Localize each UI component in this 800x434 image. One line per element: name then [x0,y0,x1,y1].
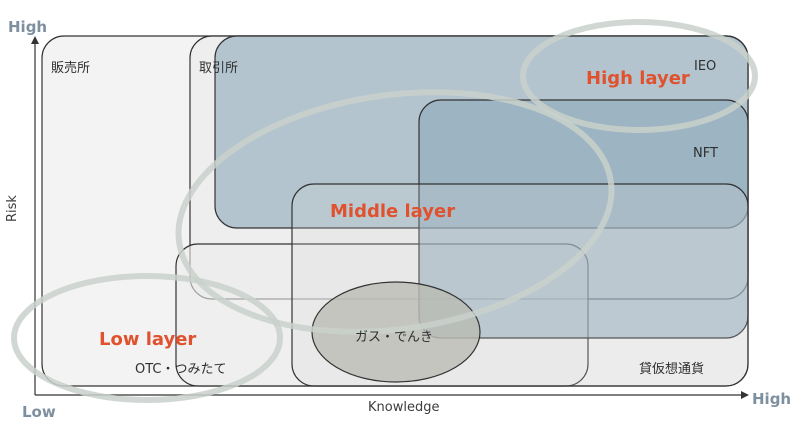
label-kashi: 貸仮想通貨 [639,362,705,377]
y-axis-arrow [31,36,39,44]
x-axis-arrow [741,391,749,399]
ellipse-low-layer [11,273,283,403]
label-ieo: IEO [694,59,717,74]
label-torihikisho: 取引所 [199,61,239,76]
label-otc: OTC・つみたて [135,362,227,377]
x-axis-title: Knowledge [368,400,440,415]
x-axis-low-label: Low [22,403,56,421]
ellipse-middle-layer [175,89,615,335]
ellipse-high-layer [520,19,758,133]
label-middle-layer: Middle layer [330,201,456,222]
x-axis-high-label: High [752,390,792,408]
label-high-layer: High layer [586,68,690,89]
label-gas: ガス・でんき [355,330,434,345]
label-low-layer: Low layer [99,329,197,350]
label-hanbaisho: 販売所 [51,61,91,76]
y-axis-title: Risk [5,195,20,222]
y-axis-high-label: High [8,18,48,36]
label-nft: NFT [693,146,718,161]
